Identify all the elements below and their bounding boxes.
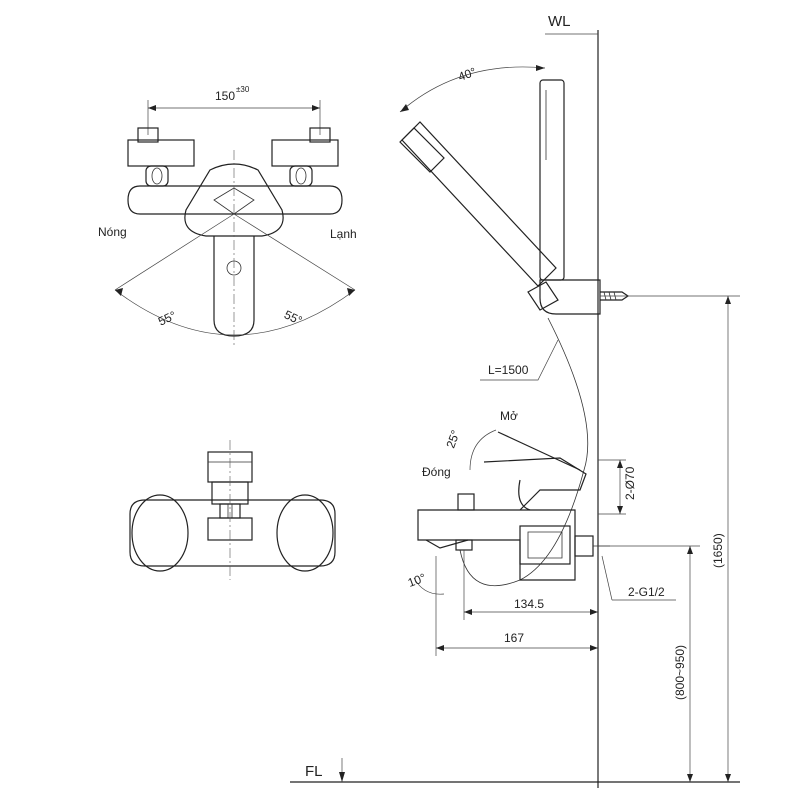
side-view: WL FL 40° L=1500 [290,13,740,788]
angle-handshower-label: 40° [456,65,478,84]
thread-label: 2-G1/2 [628,585,665,599]
floor-line-label: FL [305,763,323,780]
hot-label: Nóng [98,225,127,239]
dim-height-total-label: (1650) [711,533,725,568]
dim-134-label: 134.5 [514,597,544,611]
front-view [129,440,336,580]
angle-lever-label: 25° [443,428,462,450]
hose-length-label: L=1500 [488,363,529,377]
cold-label: Lạnh [330,227,357,241]
wall-line-label: WL [548,13,571,30]
closed-label: Đóng [422,465,451,479]
angle-left-label: 55° [156,308,179,328]
dim-167-label: 167 [504,631,524,645]
top-view: 150 ±30 Nóng Lạnh 55° 55° [98,85,357,345]
spacing-tolerance-label: ±30 [236,85,250,94]
dim-height-range-label: (800~950) [673,645,687,700]
angle-spout-label: 10° [406,571,428,590]
open-label: Mở [500,409,518,423]
spacing-label: 150 [215,89,235,103]
angle-right-label: 55° [282,307,305,327]
diameter-label: 2-Ø70 [623,466,637,500]
